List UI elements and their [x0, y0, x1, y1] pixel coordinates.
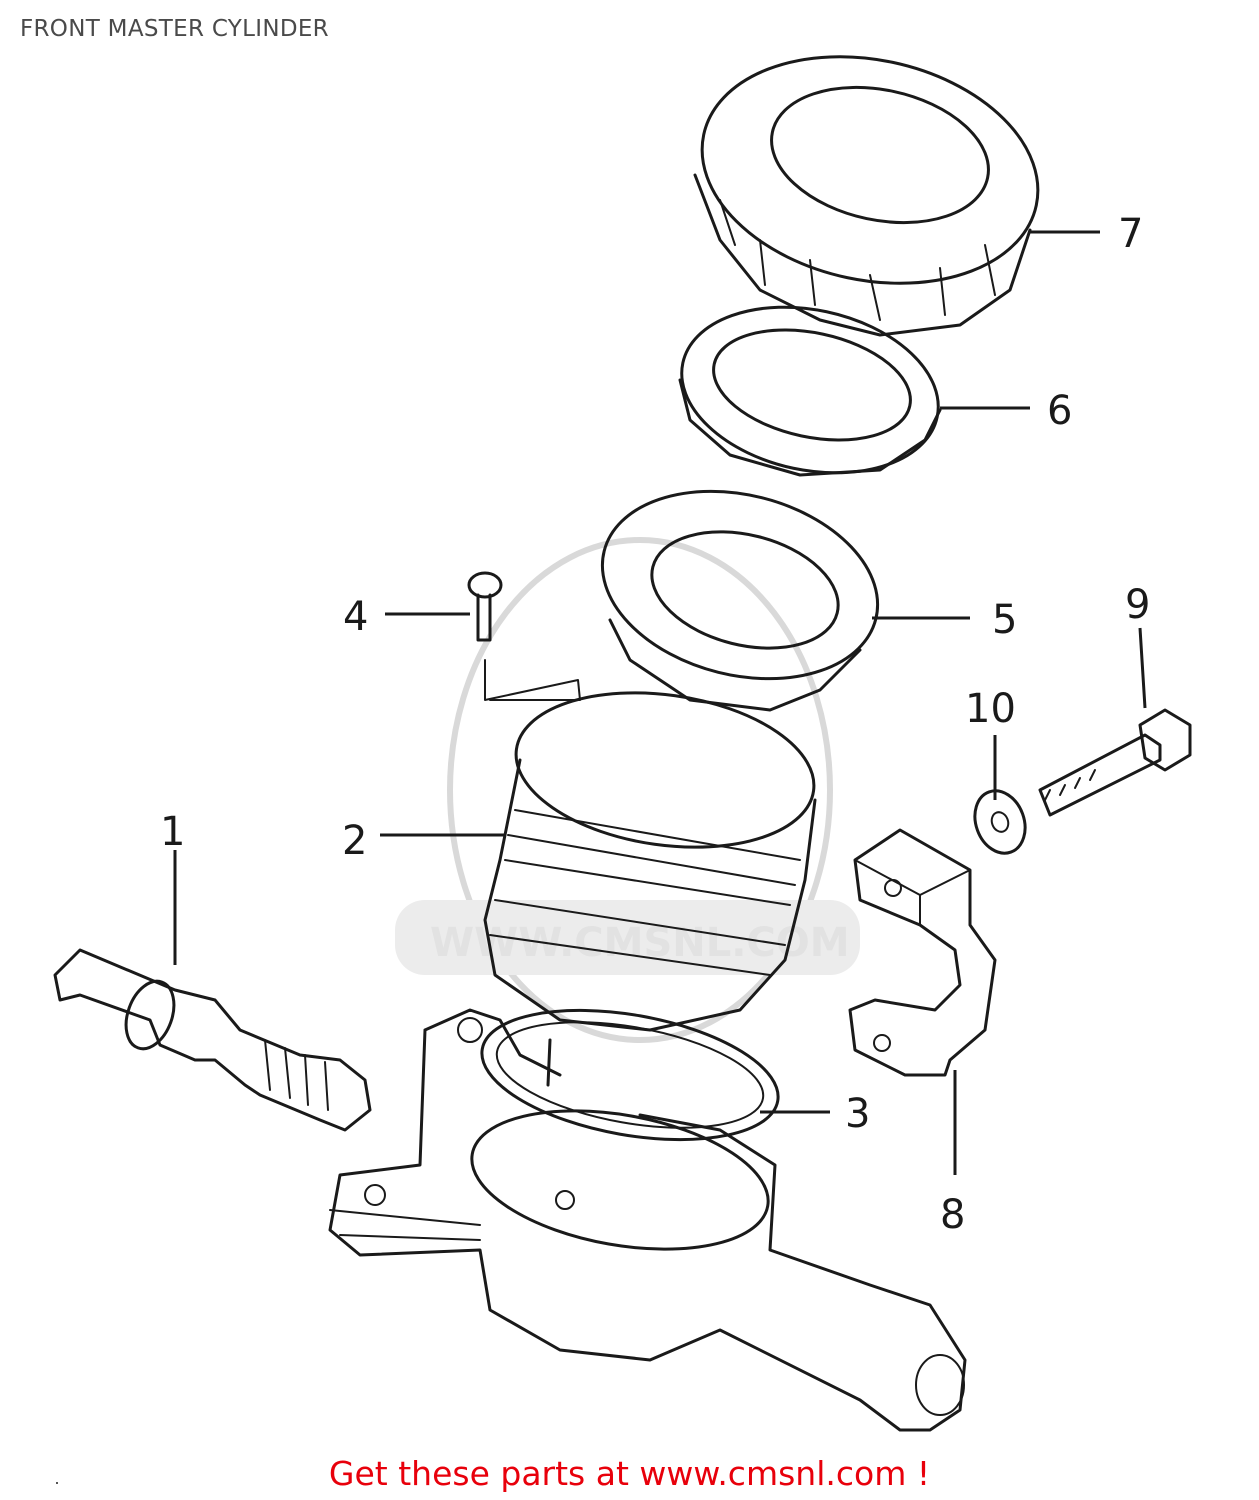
callout-8: 8 [940, 1192, 965, 1238]
callout-labels: 7 6 5 4 2 1 3 8 9 10 [160, 211, 1150, 1238]
master-cylinder-body[interactable] [328, 1008, 967, 1432]
watermark-logo: WWW.CMSNL.COM [395, 537, 860, 1043]
callout-3: 3 [845, 1091, 870, 1137]
part-8-clamp[interactable] [848, 828, 997, 1077]
part-9-bolt[interactable] [1038, 708, 1192, 817]
callout-9: 9 [1125, 582, 1150, 628]
part-7-reservoir-cap[interactable] [681, 27, 1059, 337]
footer-promo-link[interactable]: Get these parts at www.cmsnl.com ! [0, 1454, 1259, 1493]
footer-promo-text: Get these parts at www.cmsnl.com ! [328, 1454, 931, 1493]
callout-6: 6 [1047, 388, 1072, 434]
leader-lines [173, 230, 1147, 1175]
part-5-diaphragm[interactable] [582, 464, 897, 712]
part-10-washer[interactable] [967, 784, 1034, 861]
part-4-screw[interactable] [467, 571, 581, 701]
callout-7: 7 [1118, 211, 1143, 257]
part-3-o-ring[interactable] [472, 990, 788, 1160]
page-title: FRONT MASTER CYLINDER [20, 16, 329, 42]
watermark-text: WWW.CMSNL.COM [430, 920, 850, 966]
callout-5: 5 [992, 597, 1017, 643]
part-1-piston-assembly[interactable] [53, 948, 372, 1132]
part-2-reservoir-body[interactable] [483, 675, 824, 1087]
callout-4: 4 [343, 594, 368, 640]
callout-2: 2 [342, 818, 367, 864]
callout-1: 1 [160, 809, 185, 855]
part-6-gasket[interactable] [666, 285, 954, 496]
corner-dot [56, 1482, 58, 1484]
callout-10: 10 [965, 686, 1016, 732]
